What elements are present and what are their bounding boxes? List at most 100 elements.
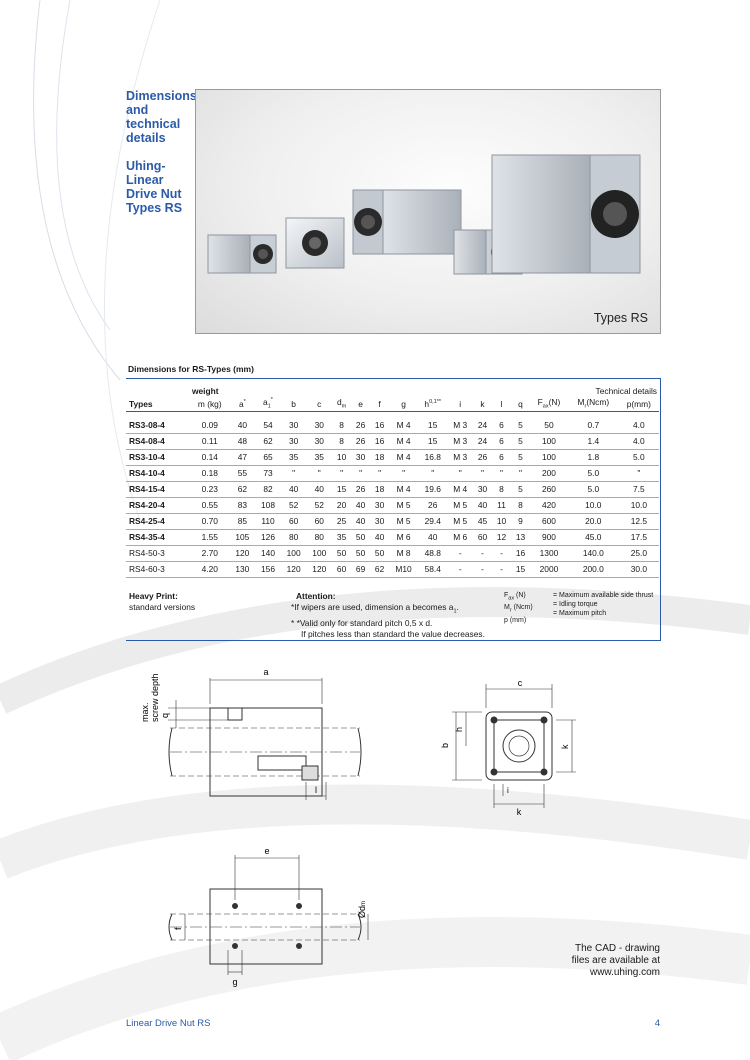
value-cell: M 6 bbox=[389, 529, 419, 546]
value-cell: 0.18 bbox=[190, 465, 230, 482]
header-f: f bbox=[370, 397, 390, 412]
type-cell: RS4-20-4 bbox=[126, 497, 190, 514]
value-cell: " bbox=[389, 465, 419, 482]
cad-note-link[interactable]: www.uhing.com bbox=[589, 967, 660, 978]
cad-note-line: The CAD - drawing bbox=[574, 943, 660, 954]
value-cell: 58.4 bbox=[418, 561, 448, 578]
value-cell: 2.70 bbox=[190, 545, 230, 562]
value-cell: 6 bbox=[492, 449, 512, 466]
value-cell: " bbox=[306, 465, 333, 482]
value-cell: 15 bbox=[418, 417, 448, 434]
footer-title: Linear Drive Nut RS bbox=[126, 1018, 211, 1029]
value-cell: 20 bbox=[332, 497, 352, 514]
type-cell: RS3-08-4 bbox=[126, 417, 190, 434]
value-cell: 7.5 bbox=[618, 481, 659, 498]
value-cell: M 8 bbox=[389, 545, 419, 562]
value-cell: 85 bbox=[229, 513, 256, 530]
value-cell: 17.5 bbox=[618, 529, 659, 546]
dim-g: g bbox=[232, 977, 237, 987]
attention-line-1: *If wipers are used, dimension a becomes… bbox=[291, 602, 459, 615]
header-types: Types bbox=[126, 397, 190, 412]
dim-k-bottom: k bbox=[517, 807, 522, 817]
value-cell: M 5 bbox=[389, 513, 419, 530]
value-cell: 80 bbox=[280, 529, 307, 546]
type-cell: RS4-08-4 bbox=[126, 433, 190, 450]
value-cell: 5.0 bbox=[618, 449, 659, 466]
value-cell: - bbox=[492, 561, 512, 578]
value-cell: 0.09 bbox=[190, 417, 230, 434]
value-cell: 20.0 bbox=[567, 513, 619, 530]
value-cell: 40 bbox=[351, 513, 371, 530]
value-cell: 260 bbox=[530, 481, 568, 498]
value-cell: 100 bbox=[530, 449, 568, 466]
value-cell: 1.55 bbox=[190, 529, 230, 546]
table-header-row-1: weight Technical details bbox=[126, 385, 659, 397]
header-k: k bbox=[473, 397, 493, 412]
value-cell: 83 bbox=[229, 497, 256, 514]
type-cell: RS4-15-4 bbox=[126, 481, 190, 498]
value-cell: 10.0 bbox=[618, 497, 659, 514]
value-cell: 15 bbox=[332, 481, 352, 498]
value-cell: 5.0 bbox=[567, 465, 619, 482]
value-cell: M 6 bbox=[447, 529, 474, 546]
value-cell: M 4 bbox=[389, 481, 419, 498]
legend-symbol: p (mm) bbox=[504, 616, 527, 624]
value-cell: 73 bbox=[255, 465, 281, 482]
value-cell: 120 bbox=[306, 561, 333, 578]
value-cell: - bbox=[473, 561, 493, 578]
value-cell: M 3 bbox=[447, 417, 474, 434]
type-cell: RS4-60-3 bbox=[126, 561, 190, 578]
side-title-line: details bbox=[126, 131, 166, 145]
value-cell: 30 bbox=[370, 513, 390, 530]
value-cell: 26 bbox=[351, 433, 371, 450]
value-cell: " bbox=[370, 465, 390, 482]
max-label: max. bbox=[140, 702, 150, 722]
value-cell: 5 bbox=[511, 433, 531, 450]
value-cell: 5 bbox=[511, 417, 531, 434]
value-cell: 40 bbox=[473, 497, 493, 514]
value-cell: 10.0 bbox=[567, 497, 619, 514]
value-cell: 30 bbox=[306, 417, 333, 434]
value-cell: 16.8 bbox=[418, 449, 448, 466]
value-cell: 40 bbox=[280, 481, 307, 498]
product-photo: Types RS bbox=[195, 89, 661, 334]
table-title: Dimensions for RS-Types (mm) bbox=[128, 364, 254, 374]
value-cell: " bbox=[492, 465, 512, 482]
value-cell: 8 bbox=[332, 433, 352, 450]
value-cell: 8 bbox=[492, 481, 512, 498]
drive-nut-small-2 bbox=[285, 217, 345, 269]
value-cell: M 4 bbox=[447, 481, 474, 498]
value-cell: 69 bbox=[351, 561, 371, 578]
value-cell: 60 bbox=[306, 513, 333, 530]
value-cell: 1.4 bbox=[567, 433, 619, 450]
dim-q: q bbox=[160, 713, 170, 718]
type-cell: RS4-50-3 bbox=[126, 545, 190, 562]
value-cell: 11 bbox=[492, 497, 512, 514]
value-cell: 26 bbox=[351, 417, 371, 434]
value-cell: 0.23 bbox=[190, 481, 230, 498]
heavy-print-title: Heavy Print: bbox=[129, 591, 178, 601]
value-cell: 0.11 bbox=[190, 433, 230, 450]
value-cell: 130 bbox=[229, 561, 256, 578]
value-cell: " bbox=[280, 465, 307, 482]
value-cell: 140.0 bbox=[567, 545, 619, 562]
header-l: l bbox=[492, 397, 512, 412]
value-cell: 120 bbox=[280, 561, 307, 578]
dim-i: i bbox=[507, 786, 509, 795]
value-cell: 15 bbox=[418, 433, 448, 450]
value-cell: 0.14 bbox=[190, 449, 230, 466]
end-view-drawing bbox=[452, 684, 576, 808]
legend-symbols: Fax (N) Mr (Ncm) p (mm) bbox=[504, 591, 533, 625]
heavy-print-text: standard versions bbox=[129, 602, 196, 612]
value-cell: 62 bbox=[229, 481, 256, 498]
value-cell: 8 bbox=[511, 497, 531, 514]
value-cell: 25 bbox=[332, 513, 352, 530]
attention-line-2: * *Valid only for standard pitch 0,5 x d… bbox=[291, 617, 433, 628]
